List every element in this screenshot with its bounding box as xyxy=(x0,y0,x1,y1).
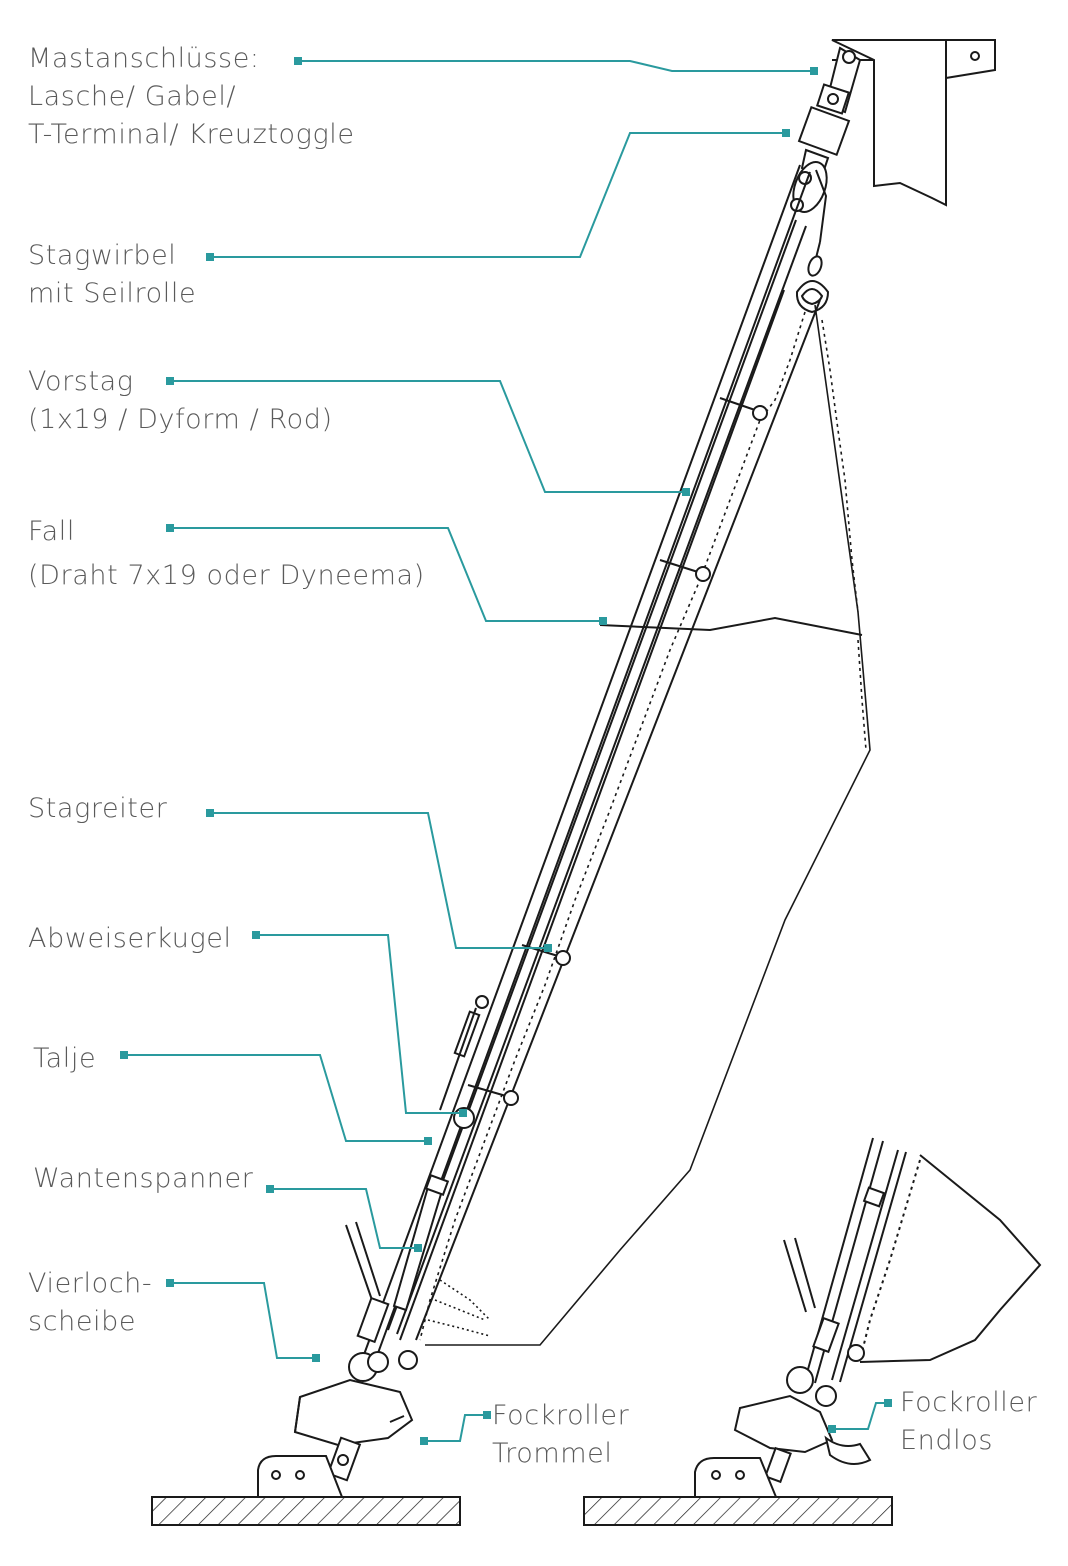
leader-markers xyxy=(120,57,892,1445)
label-line: Stagreiter xyxy=(28,793,168,824)
leader-halyard xyxy=(170,527,603,622)
leader-drum xyxy=(424,1414,487,1442)
endless-furler xyxy=(694,1137,1042,1498)
leader-ball xyxy=(256,934,463,1114)
label-line: scheibe xyxy=(28,1306,137,1337)
hank-1 xyxy=(719,397,768,421)
leader-lines xyxy=(124,60,888,1442)
leader-mast xyxy=(298,60,814,72)
label-hank: Stagreiter xyxy=(28,790,167,828)
label-line: Vorstag xyxy=(28,366,134,397)
label-line: (1x19 / Dyform / Rod) xyxy=(28,404,333,435)
label-line: Fockroller xyxy=(900,1387,1038,1418)
label-line: Fockroller xyxy=(492,1400,630,1431)
label-tackle: Talje xyxy=(33,1040,96,1078)
tackle xyxy=(439,995,489,1111)
label-mast-fittings: Mastanschlüsse: Lasche/ Gabel/ T-Termina… xyxy=(28,40,355,154)
label-forestay: Vorstag (1x19 / Dyform / Rod) xyxy=(28,363,333,439)
mast-fitting xyxy=(797,46,862,178)
label-line: (Draht 7x19 oder Dyneema) xyxy=(28,560,425,591)
label-line: Talje xyxy=(33,1043,97,1074)
label-line: Vierloch- xyxy=(28,1268,153,1299)
label-swivel: Stagwirbel mit Seilrolle xyxy=(28,237,196,313)
label-line: Wantenspanner xyxy=(33,1163,254,1194)
label-line: Endlos xyxy=(900,1425,993,1456)
leader-turnbuckle xyxy=(270,1188,418,1249)
label-line: T-Terminal/ Kreuztoggle xyxy=(28,119,355,150)
label-toggle: Vierloch- scheibe xyxy=(28,1265,152,1341)
deck-right xyxy=(583,1496,893,1526)
hank-2 xyxy=(659,559,711,582)
hanks xyxy=(467,397,768,1106)
label-ball: Abweiserkugel xyxy=(28,920,232,958)
leader-hank xyxy=(210,812,548,949)
jib-sail xyxy=(419,304,871,1346)
leader-endless xyxy=(832,1402,888,1430)
label-line: Mastanschlüsse: xyxy=(28,43,260,74)
label-line: Fall xyxy=(28,516,76,547)
label-line: Lasche/ Gabel/ xyxy=(28,81,237,112)
leader-swivel xyxy=(210,132,786,258)
turnbuckle xyxy=(392,1174,450,1312)
label-line: Stagwirbel xyxy=(28,240,177,271)
leader-toggle xyxy=(170,1282,316,1359)
hank-3 xyxy=(521,944,571,966)
drum-furler xyxy=(257,1221,418,1498)
label-line: mit Seilrolle xyxy=(28,278,197,309)
leader-forestay xyxy=(170,380,686,493)
mast xyxy=(831,39,996,207)
label-line: Trommel xyxy=(492,1438,613,1469)
label-halyard: Fall (Draht 7x19 oder Dyneema) xyxy=(28,510,425,598)
leader-tackle xyxy=(124,1054,428,1142)
label-line: Abweiserkugel xyxy=(28,923,232,954)
forestay xyxy=(361,164,821,1365)
label-endless-furler: Fockroller Endlos xyxy=(900,1384,1037,1460)
label-drum-furler: Fockroller Trommel xyxy=(492,1397,629,1473)
halyard-line xyxy=(599,616,863,636)
deck-left xyxy=(151,1496,461,1526)
hank-4 xyxy=(467,1084,519,1106)
label-turnbuckle: Wantenspanner xyxy=(33,1160,253,1198)
